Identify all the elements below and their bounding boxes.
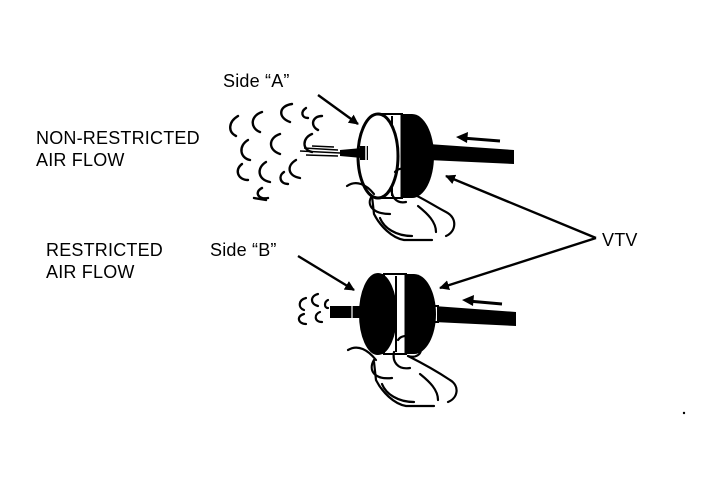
side-a-label: Side “A”: [223, 71, 290, 91]
bottom-vtv-assembly: [297, 273, 516, 408]
side-a-pointer: [317, 94, 359, 125]
bottom-valve-body: [330, 273, 436, 355]
top-flow-arrow: [456, 132, 501, 143]
bottom-air-puff: [297, 292, 330, 326]
restricted-label-line2: AIR FLOW: [46, 262, 135, 282]
side-b-label: Side “B”: [210, 240, 277, 260]
top-hose: [428, 144, 514, 164]
bottom-hose: [425, 305, 516, 326]
vtv-label: VTV: [602, 230, 638, 250]
side-b-pointer: [297, 254, 355, 292]
top-valve-body: [340, 112, 434, 200]
top-air-cloud: [229, 102, 324, 202]
bottom-hand: [346, 334, 458, 408]
top-vtv-assembly: [229, 102, 514, 242]
non-restricted-label-line2: AIR FLOW: [36, 150, 125, 170]
top-air-jet: [299, 145, 341, 157]
vtv-pointer-bottom: [439, 236, 597, 291]
top-hand: [345, 167, 456, 242]
non-restricted-label-line1: NON-RESTRICTED: [36, 128, 200, 148]
vtv-pointer-top: [445, 174, 597, 240]
leader-arrows: [297, 94, 597, 292]
bottom-flow-arrow: [462, 295, 503, 306]
stray-dot: [682, 411, 686, 415]
restricted-label-line1: RESTRICTED: [46, 240, 164, 260]
